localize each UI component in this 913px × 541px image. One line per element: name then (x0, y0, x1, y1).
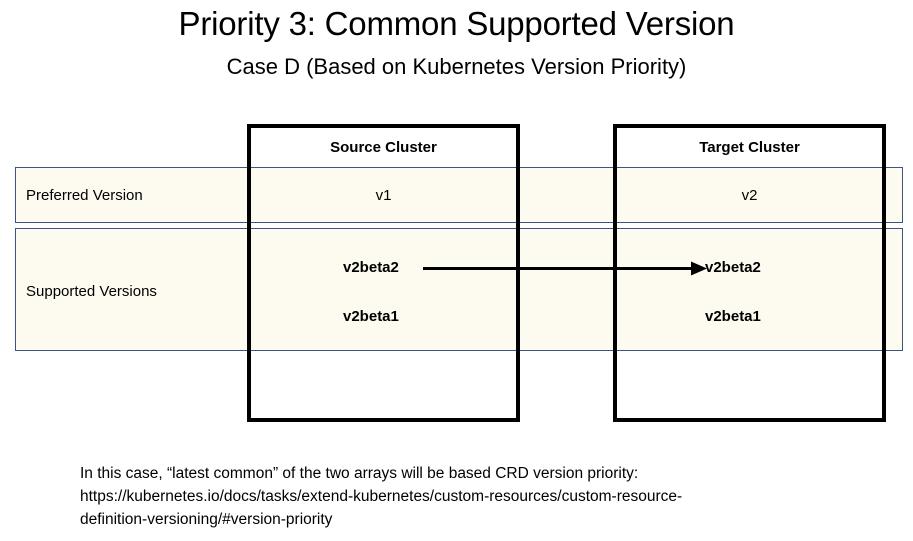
target-supported-version-item: v2beta2 (705, 259, 761, 276)
row-label-preferred-version: Preferred Version (26, 187, 143, 204)
version-match-arrow-icon (423, 261, 707, 276)
caption-line-2: https://kubernetes.io/docs/tasks/extend-… (80, 488, 683, 505)
source-cluster-header: Source Cluster (330, 139, 437, 156)
source-cluster-box-bottom-fill (251, 351, 516, 418)
source-supported-version-item: v2beta2 (343, 259, 399, 276)
target-preferred-version-value: v2 (741, 187, 758, 204)
target-cluster-box (613, 124, 886, 422)
target-cluster-header: Target Cluster (699, 139, 800, 156)
table-row: Preferred Version (15, 167, 903, 223)
caption-line-3: definition-versioning/#version-priority (80, 511, 333, 528)
target-supported-version-item: v2beta1 (705, 308, 761, 325)
target-cluster-box-top-fill (617, 128, 882, 167)
caption: In this case, “latest common” of the two… (80, 462, 870, 531)
row-label-supported-versions: Supported Versions (26, 283, 157, 300)
slide-subtitle: Case D (Based on Kubernetes Version Prio… (226, 54, 687, 79)
source-supported-version-item: v2beta1 (343, 308, 399, 325)
table-row: Supported Versions (15, 228, 903, 351)
slide-title: Priority 3: Common Supported Version (178, 5, 735, 42)
source-cluster-box (247, 124, 520, 422)
source-cluster-box-top-fill (251, 128, 516, 167)
target-cluster-box-bottom-fill (617, 351, 882, 418)
caption-line-1: In this case, “latest common” of the two… (80, 465, 639, 482)
source-preferred-version-value: v1 (375, 187, 392, 204)
